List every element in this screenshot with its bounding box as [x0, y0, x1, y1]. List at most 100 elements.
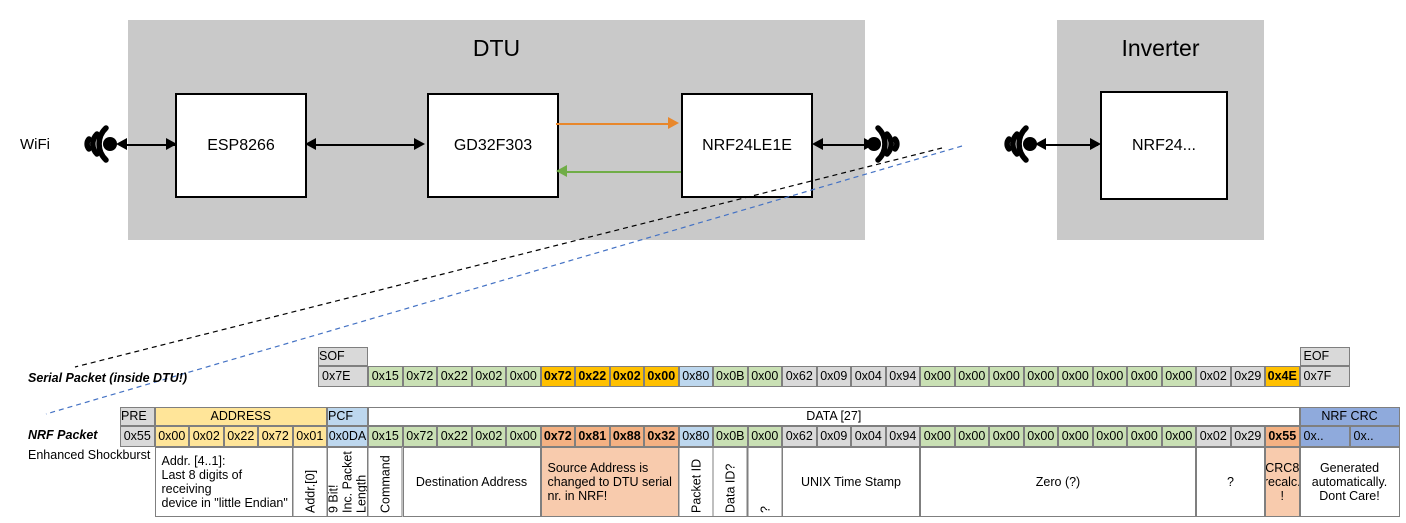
nrf-data-3: 0x02 — [471, 426, 506, 447]
inverter-antenna-arrow-left — [1035, 138, 1046, 150]
serial-byte-14: 0x04 — [851, 366, 886, 387]
nrf-crc-1: 0x.. — [1349, 426, 1400, 447]
nrf-data-20: 0x00 — [1058, 426, 1093, 447]
serial-eof-header: EOF — [1299, 347, 1350, 366]
serial-byte-15: 0x94 — [885, 366, 920, 387]
serial-byte-0: 0x15 — [368, 366, 403, 387]
gd32-nrf-tx-link — [556, 123, 672, 125]
annotation-cell-10: Zero (?) — [920, 447, 1196, 517]
serial-byte-13: 0x09 — [816, 366, 851, 387]
gd32-nrf-tx-arrow — [668, 117, 679, 129]
chip-nrf24-inverter: NRF24... — [1100, 91, 1228, 200]
serial-byte-22: 0x00 — [1127, 366, 1162, 387]
chip-nrf24-inverter-label: NRF24... — [1131, 136, 1196, 154]
wifi-esp-link — [120, 144, 175, 146]
serial-byte-5: 0x72 — [540, 366, 575, 387]
nrf-antenna-link — [818, 144, 873, 146]
serial-byte-6: 0x22 — [575, 366, 610, 387]
serial-byte-16: 0x00 — [920, 366, 955, 387]
serial-eof-value: 0x7F — [1299, 366, 1350, 387]
nrf-data-19: 0x00 — [1023, 426, 1058, 447]
nrf-pcf-0: 0x0DA — [327, 426, 368, 447]
nrf-data-24: 0x02 — [1196, 426, 1231, 447]
nrf-data-9: 0x80 — [678, 426, 713, 447]
serial-byte-24: 0x02 — [1196, 366, 1231, 387]
serial-byte-25: 0x29 — [1230, 366, 1265, 387]
serial-byte-8: 0x00 — [644, 366, 679, 387]
nrf-address-3: 0x72 — [258, 426, 293, 447]
nrf-data-25: 0x29 — [1230, 426, 1265, 447]
nrf-data-2: 0x22 — [437, 426, 472, 447]
nrf-data-5: 0x72 — [540, 426, 575, 447]
nrf-crc-0: 0x.. — [1299, 426, 1350, 447]
annotation-text: Destination Address — [415, 475, 528, 489]
nrf-data-16: 0x00 — [920, 426, 955, 447]
nrf-pre-0: 0x55 — [120, 426, 155, 447]
inverter-enclosure: Inverter — [1057, 20, 1264, 240]
nrf-header-pre: PRE — [120, 407, 155, 426]
annotation-cell-7: Data ID? — [713, 447, 748, 517]
serial-byte-11: 0x00 — [747, 366, 782, 387]
nrf-data-11: 0x00 — [747, 426, 782, 447]
nrf-data-7: 0x88 — [609, 426, 644, 447]
nrf-data-10: 0x0B — [713, 426, 748, 447]
annotation-cell-3: Command — [368, 447, 403, 517]
annotation-text: ? — [1227, 475, 1234, 489]
annotation-text: Zero (?) — [1035, 475, 1081, 489]
annotation-cell-4: Destination Address — [402, 447, 541, 517]
nrf-address-2: 0x22 — [223, 426, 258, 447]
nrf-data-22: 0x00 — [1127, 426, 1162, 447]
nrf-data-18: 0x00 — [989, 426, 1024, 447]
nrf-antenna-arrow-left — [812, 138, 823, 150]
serial-byte-2: 0x22 — [437, 366, 472, 387]
nrf-data-12: 0x62 — [782, 426, 817, 447]
serial-byte-12: 0x62 — [782, 366, 817, 387]
annotation-cell-8: ? — [747, 447, 782, 517]
annotation-text: Packet ID — [688, 458, 703, 513]
wifi-label: WiFi — [20, 136, 50, 153]
nrf-data-15: 0x94 — [885, 426, 920, 447]
inverter-title: Inverter — [1121, 35, 1200, 61]
nrf-header-crc: NRF CRC — [1299, 407, 1400, 426]
nrf-address-4: 0x01 — [292, 426, 327, 447]
annotation-cell-1: Addr.[0] — [292, 447, 327, 517]
serial-byte-18: 0x00 — [989, 366, 1024, 387]
nrf-header-data: DATA [27] — [368, 407, 1300, 426]
serial-byte-9: 0x80 — [678, 366, 713, 387]
nrf-header-address: ADDRESS — [154, 407, 327, 426]
nrf-address-1: 0x02 — [189, 426, 224, 447]
annotation-text: Addr.[0] — [302, 469, 317, 513]
serial-sof-value: 0x7E — [318, 366, 368, 387]
wifi-esp-arrow-right — [166, 138, 177, 150]
nrf-data-26: 0x55 — [1265, 426, 1300, 447]
nrf-data-4: 0x00 — [506, 426, 541, 447]
esp-gd32-link — [312, 144, 420, 146]
serial-byte-23: 0x00 — [1161, 366, 1196, 387]
nrf-data-23: 0x00 — [1161, 426, 1196, 447]
nrf-data-14: 0x04 — [851, 426, 886, 447]
nrf-data-6: 0x81 — [575, 426, 610, 447]
annotation-cell-6: Packet ID — [678, 447, 713, 517]
serial-byte-26: 0x4E — [1265, 366, 1300, 387]
nrf-packet-sublabel: Enhanced Shockburst — [28, 448, 151, 462]
nrf-data-8: 0x32 — [644, 426, 679, 447]
nrf-data-0: 0x15 — [368, 426, 403, 447]
serial-byte-17: 0x00 — [954, 366, 989, 387]
serial-byte-10: 0x0B — [713, 366, 748, 387]
annotation-cell-9: UNIX Time Stamp — [782, 447, 920, 517]
serial-sof-header: SOF — [318, 347, 368, 366]
inverter-antenna-arrow-right — [1090, 138, 1101, 150]
annotation-text: UNIX Time Stamp — [800, 475, 902, 489]
serial-byte-4: 0x00 — [506, 366, 541, 387]
annotation-text: Command — [378, 455, 393, 513]
annotation-cell-11: ? — [1196, 447, 1265, 517]
